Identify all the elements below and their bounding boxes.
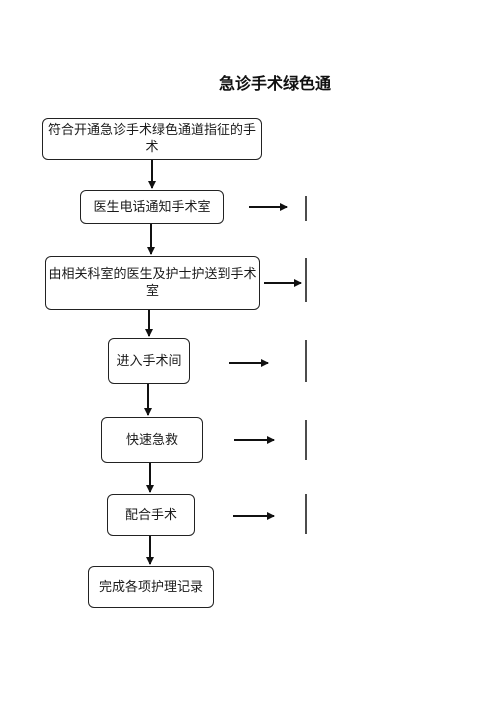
step-records-label: 完成各项护理记录	[98, 579, 203, 595]
step-escort-box: 由相关科室的医生及护士护送到手术室	[45, 256, 260, 310]
step-assist-surgery-box: 配合手术	[107, 494, 195, 536]
step-notify-box: 医生电话通知手术室	[80, 190, 224, 224]
step-escort-label: 由相关科室的医生及护士护送到手术室	[48, 267, 257, 299]
step-rescue-box: 快速急救	[101, 417, 203, 463]
page-title: 急诊手术绿色通	[218, 74, 331, 93]
step-notify-label: 医生电话通知手术室	[93, 199, 211, 215]
step-assist-surgery-label: 配合手术	[124, 507, 177, 523]
step-qualify-label: 符合开通急诊手术绿色通道指征的手术	[47, 123, 256, 155]
step-enter-room-box: 进入手术间	[108, 338, 190, 384]
step-records-box: 完成各项护理记录	[88, 566, 214, 608]
step-qualify-box: 符合开通急诊手术绿色通道指征的手术	[42, 118, 262, 160]
step-enter-room-label: 进入手术间	[116, 353, 182, 369]
step-rescue-label: 快速急救	[125, 432, 178, 448]
